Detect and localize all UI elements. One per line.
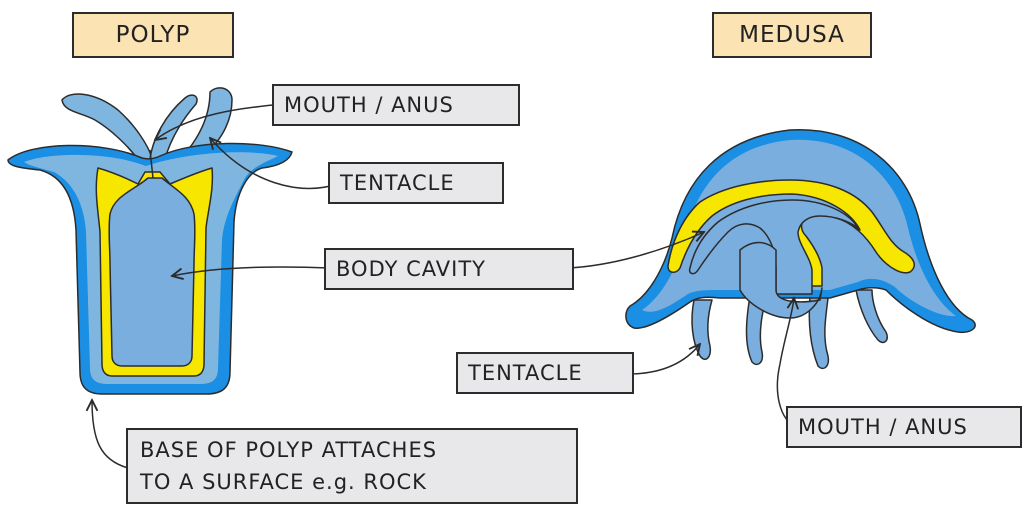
label-medusa-mouth: MOUTH / ANUS [786, 406, 1022, 448]
polyp-title: POLYP [72, 12, 234, 58]
label-body-cavity: BODY CAVITY [324, 248, 574, 290]
label-medusa-tentacle: TENTACLE [456, 352, 634, 394]
label-polyp-base-line1: BASE OF POLYP ATTACHES [140, 434, 564, 466]
label-polyp-mouth: MOUTH / ANUS [272, 84, 520, 126]
polyp-figure [8, 88, 292, 394]
pointer-polyp-base [92, 400, 128, 468]
label-polyp-tentacle: TENTACLE [328, 162, 504, 204]
medusa-title: MEDUSA [712, 12, 872, 58]
medusa-tentacle-4 [856, 290, 887, 342]
medusa-figure [626, 130, 975, 369]
pointer-medusa-tentacle [628, 344, 700, 374]
label-polyp-base: BASE OF POLYP ATTACHES TO A SURFACE e.g.… [126, 428, 578, 504]
polyp-body-cavity [109, 178, 195, 366]
label-polyp-base-line2: TO A SURFACE e.g. ROCK [140, 466, 564, 498]
